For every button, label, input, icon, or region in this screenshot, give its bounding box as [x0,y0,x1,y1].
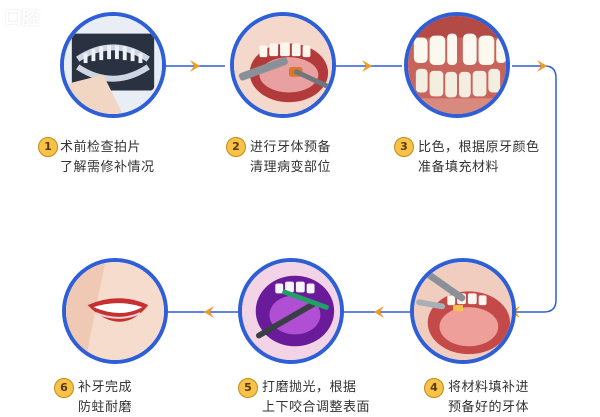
step-3-title: 比色，根据原牙颜色 [418,140,540,155]
filling-image [414,262,512,360]
arrow-2-3 [362,60,372,72]
step-3-image-circle [404,12,510,118]
drilling-image [234,16,332,114]
step-4-badge: 4 [424,378,444,398]
arrow-1-2 [190,60,200,72]
step-3-badge: 3 [394,137,414,157]
step-4-subtitle: 预备好的牙体 [448,400,530,415]
polishing-image [242,262,340,360]
step-5-subtitle: 上下咬合调整表面 [262,400,371,415]
step-1-badge: 1 [38,137,58,157]
step-1-image-circle [60,12,166,118]
step-4-title: 将材料填补进 [448,380,530,395]
step-6-image-circle [62,258,168,364]
xray-image [64,16,162,114]
step-1-subtitle: 了解需修补情况 [60,160,155,175]
arrow-4-5 [374,306,384,318]
connector-3-4 [510,65,557,313]
arrow-5-6 [204,306,214,318]
step-3-subtitle: 准备填充材料 [418,160,500,175]
step-6-badge: 6 [54,378,74,398]
arrow-3-4-top [537,60,547,72]
watermark-logo: 口腔 [4,8,40,29]
step-1-title: 术前检查拍片 [60,140,142,155]
step-2-image-circle [230,12,336,118]
step-2-subtitle: 清理病变部位 [250,160,332,175]
step-6-title: 补牙完成 [78,380,133,395]
step-5-image-circle [238,258,344,364]
step-4-image-circle [410,258,516,364]
teeth-gap-image [408,16,506,114]
step-6-subtitle: 防蛀耐磨 [78,400,133,415]
smile-image [66,262,164,360]
step-5-title: 打磨抛光，根据 [262,380,357,395]
step-2-badge: 2 [226,137,246,157]
step-5-badge: 5 [238,378,258,398]
step-2-title: 进行牙体预备 [250,140,332,155]
